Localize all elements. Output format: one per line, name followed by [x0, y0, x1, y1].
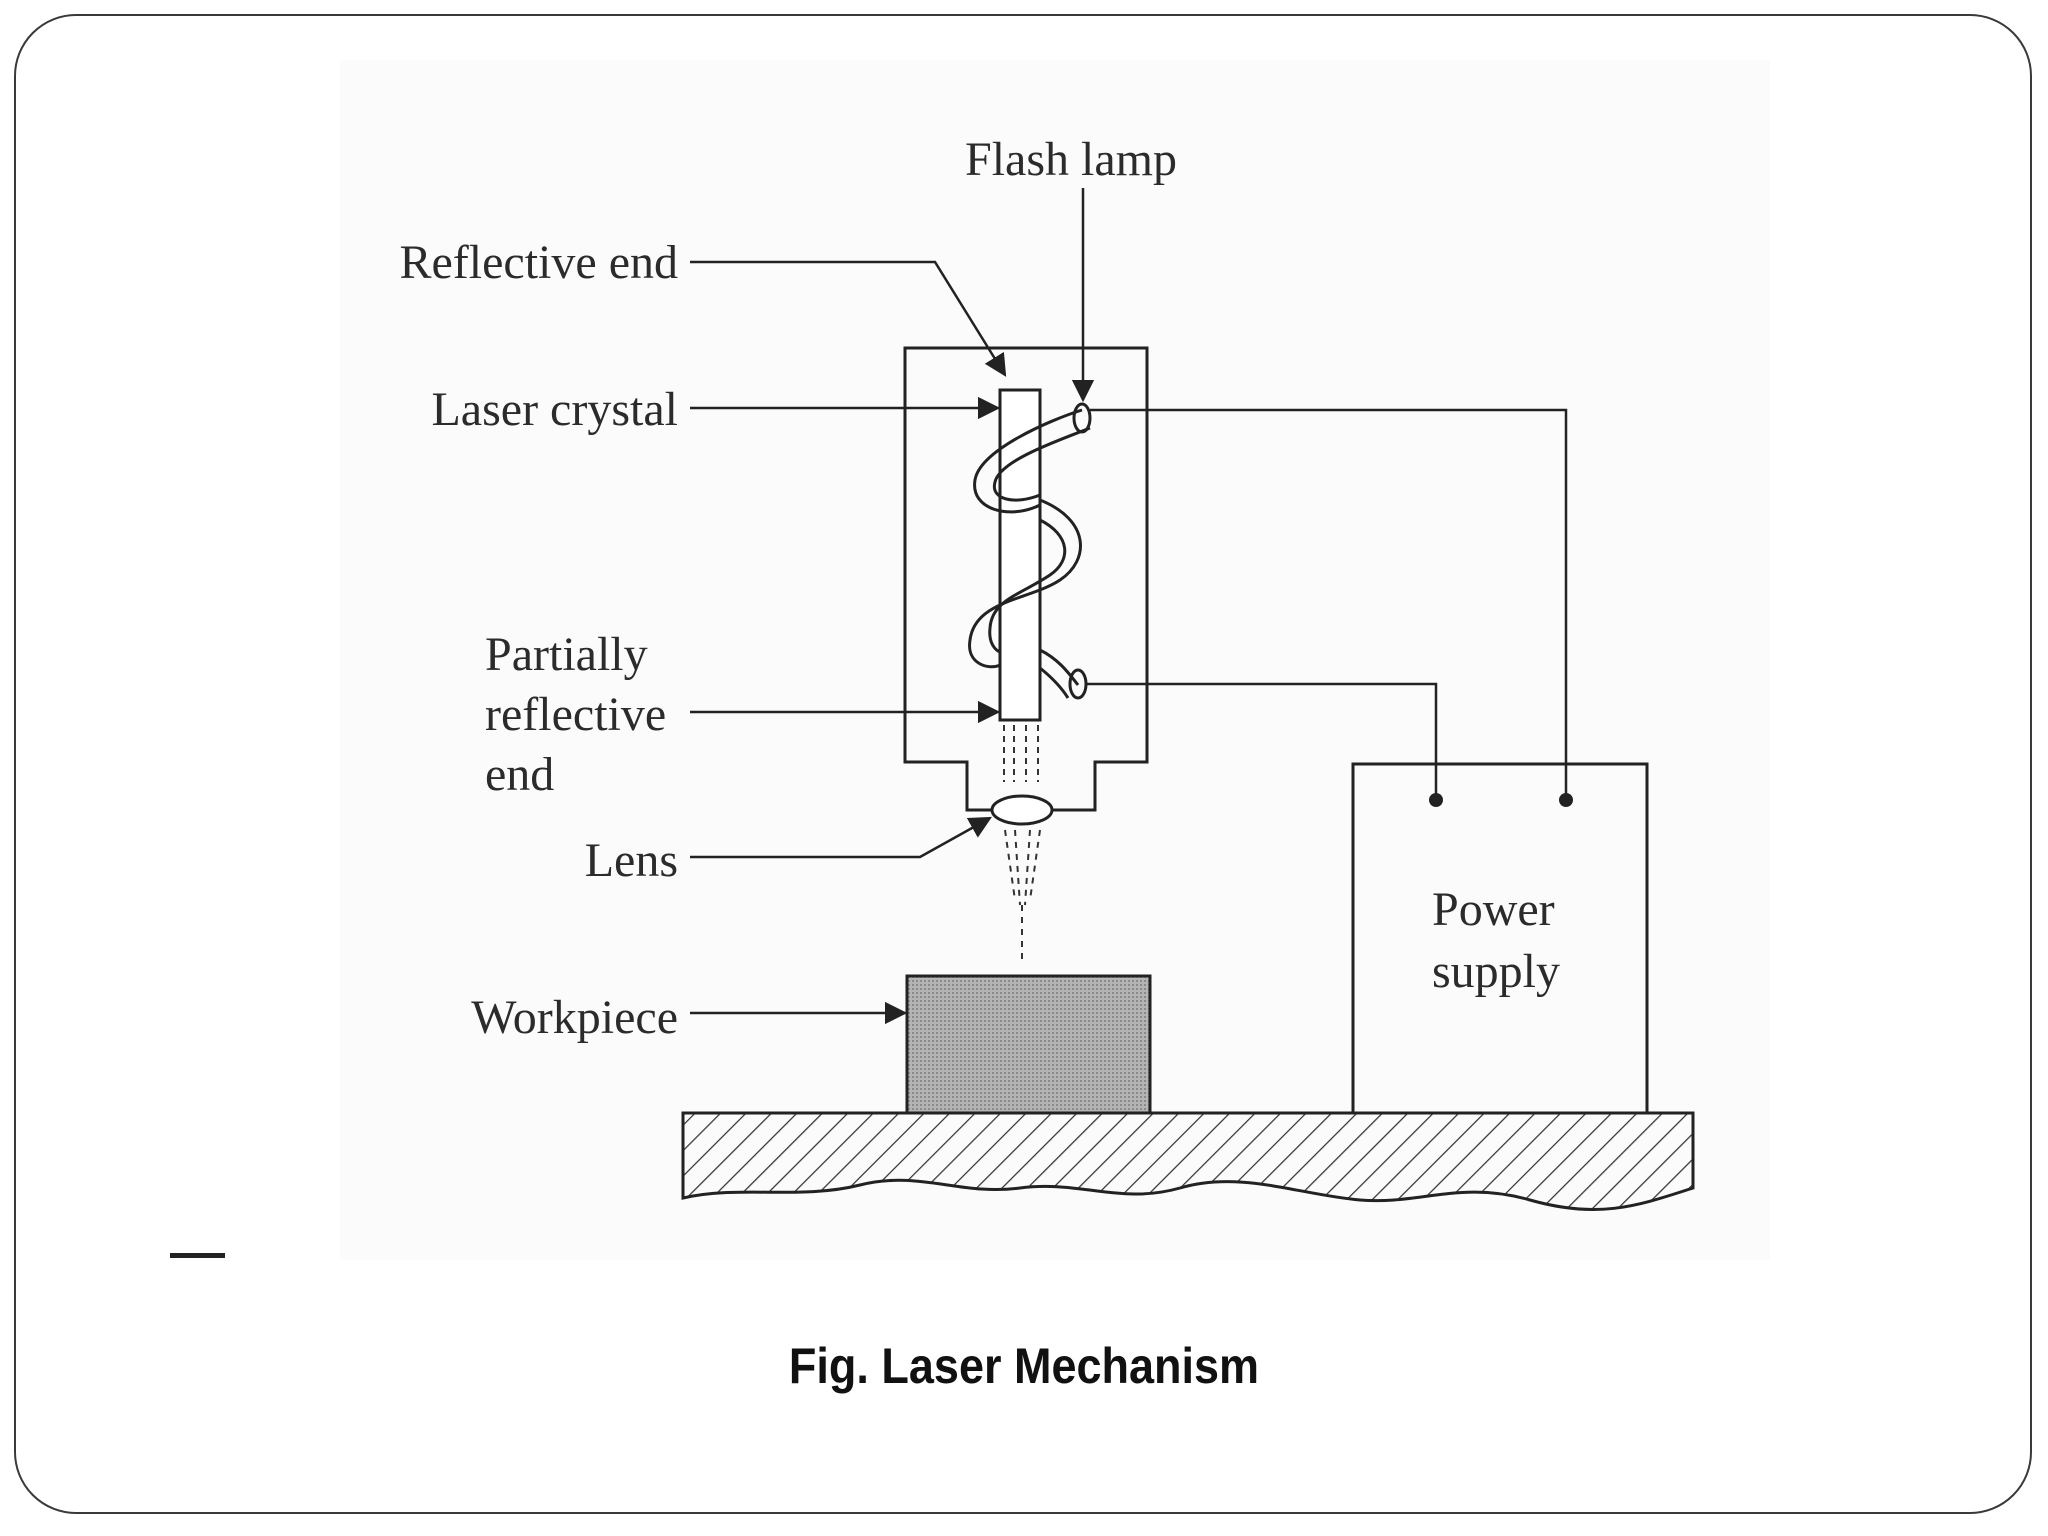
- laser-crystal-rod: [998, 388, 1042, 722]
- laser-beam: [1003, 725, 1041, 962]
- label-power-line1: Power: [1432, 883, 1555, 936]
- label-power-line2: supply: [1432, 945, 1560, 998]
- leader-reflective-end: [690, 260, 1007, 377]
- label-partially-line2: reflective: [485, 688, 666, 741]
- label-flash-lamp: Flash lamp: [965, 133, 1177, 186]
- ground-base: [681, 1111, 1695, 1212]
- label-partially-line1: Partially: [485, 628, 648, 681]
- wire-bottom: [1086, 682, 1438, 800]
- label-workpiece: Workpiece: [471, 991, 678, 1044]
- label-partially-line3: end: [485, 748, 554, 801]
- figure-caption: Fig. Laser Mechanism: [788, 1338, 1260, 1394]
- lens: [990, 794, 1054, 826]
- flash-lamp-coil: [968, 402, 1092, 700]
- label-reflective-end: Reflective end: [399, 236, 678, 289]
- leader-lens: [690, 816, 992, 859]
- label-lens: Lens: [585, 834, 678, 887]
- dash-mark: [170, 1253, 225, 1258]
- label-laser-crystal: Laser crystal: [431, 383, 678, 436]
- workpiece-block: [905, 974, 1152, 1115]
- laser-housing: [903, 346, 1149, 812]
- wire-top: [1090, 408, 1568, 800]
- power-supply-box: [1351, 762, 1649, 1115]
